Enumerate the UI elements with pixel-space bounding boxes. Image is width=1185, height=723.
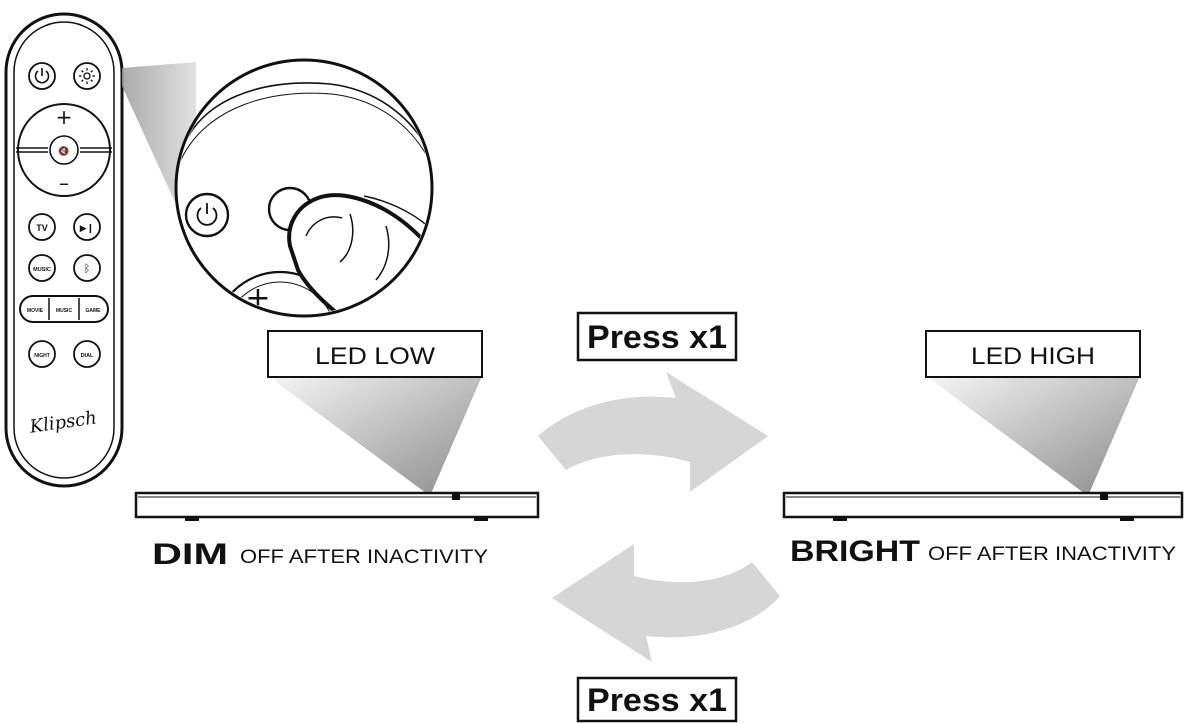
led-high-label-box (925, 330, 1141, 378)
remote-control: 🔇 + – TV ▶❙ MUSIC ᛒ (4, 12, 124, 488)
soundbar-dim (134, 491, 540, 521)
remote-mode-bar: MOVIE MUSIC GAME (19, 295, 109, 323)
remote-dial-button: DIAL (73, 340, 101, 368)
svg-text:DIAL: DIAL (81, 353, 94, 359)
remote-play-button: ▶❙ (73, 213, 101, 241)
play-pause-icon: ▶❙ (80, 224, 94, 234)
remote-music-mode: MUSIC (56, 308, 73, 314)
remote-movie-mode: MOVIE (27, 308, 44, 314)
led-low-label: LED LOW (315, 343, 435, 370)
soundbar-dim-led (452, 494, 460, 500)
press-top-label: Press x1 (587, 319, 727, 355)
remote-volume-ring: 🔇 + – (16, 103, 112, 197)
led-high-cone (926, 376, 1140, 496)
dim-mode-label: DIM (152, 538, 228, 571)
led-low-label-box (267, 330, 483, 378)
zoom-power-button (184, 192, 230, 238)
cycle-arrow-back (552, 544, 780, 662)
power-icon (196, 207, 218, 226)
remote-inner-body (13, 21, 115, 479)
sun-icon (79, 68, 95, 84)
remote-bluetooth-button: ᛒ (73, 254, 101, 282)
svg-text:TV: TV (36, 223, 48, 233)
remote-light-button (73, 62, 101, 90)
remote-power-button (28, 62, 56, 90)
press-top-box (576, 311, 738, 362)
svg-text:NIGHT: NIGHT (34, 353, 50, 359)
svg-text:MUSIC: MUSIC (33, 267, 51, 273)
mute-icon: 🔇 (58, 145, 69, 157)
remote-tv-button: TV (28, 213, 56, 241)
led-low-cone (268, 376, 482, 496)
remote-volume-up-label: + (56, 105, 73, 129)
remote-mute-button (49, 135, 79, 165)
led-high-label: LED HIGH (971, 343, 1095, 370)
press-bottom-box (576, 676, 738, 723)
soundbar-bright (782, 491, 1184, 521)
press-bottom-label: Press x1 (587, 682, 727, 718)
dim-mode-note: OFF AFTER INACTIVITY (240, 547, 488, 568)
remote-night-button: NIGHT (28, 340, 56, 368)
remote-music-button: MUSIC (28, 254, 56, 282)
bright-mode-note: OFF AFTER INACTIVITY (928, 544, 1176, 565)
power-icon (34, 70, 50, 84)
soundbar-bright-led (1100, 494, 1108, 500)
cycle-arrow-forward (538, 372, 768, 492)
remote-volume-down-label: – (59, 171, 69, 195)
bright-mode-label: BRIGHT (790, 535, 920, 568)
bluetooth-icon: ᛒ (84, 262, 91, 275)
remote-game-mode: GAME (86, 308, 102, 314)
